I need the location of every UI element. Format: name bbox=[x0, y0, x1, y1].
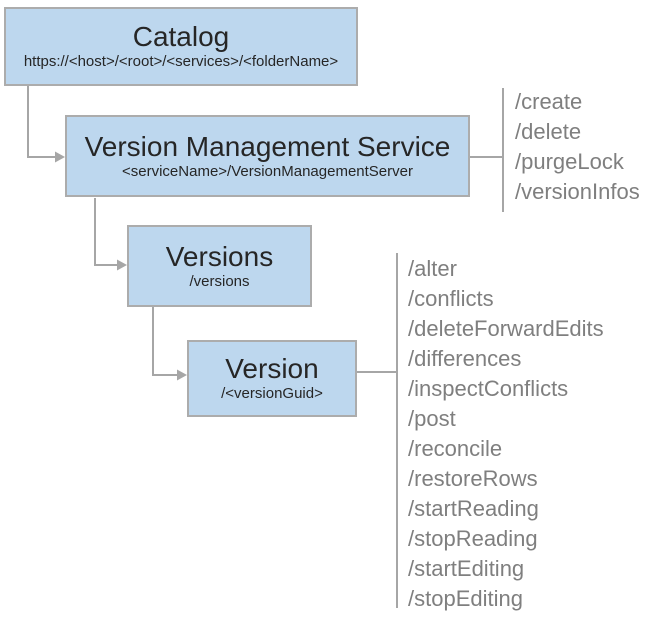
node-url-template: <serviceName>/VersionManagementServer bbox=[122, 162, 413, 180]
operation-item: /alter bbox=[408, 256, 457, 281]
vms-operations-list: /create /delete /purgeLock /versionInfos bbox=[515, 87, 640, 207]
connector-vms-to-versions bbox=[94, 198, 127, 271]
operation-item: /deleteForwardEdits bbox=[408, 316, 604, 341]
node-title: Catalog bbox=[132, 21, 230, 53]
operation-item: /stopReading bbox=[408, 526, 538, 551]
operation-item: /purgeLock bbox=[515, 149, 624, 174]
arrowhead-icon bbox=[177, 369, 187, 381]
version-operations-list: /alter /conflicts /deleteForwardEdits /d… bbox=[408, 254, 604, 614]
connector-catalog-to-vms bbox=[27, 86, 65, 163]
operation-item: /conflicts bbox=[408, 286, 494, 311]
operation-item: /create bbox=[515, 89, 583, 114]
operation-item: /reconcile bbox=[408, 436, 503, 461]
node-title: Version bbox=[225, 353, 319, 385]
node-title: Versions bbox=[165, 240, 274, 272]
arrowhead-icon bbox=[117, 259, 127, 271]
operation-item: /post bbox=[408, 406, 456, 431]
connector-version-to-operations bbox=[357, 253, 398, 608]
operation-item: /startReading bbox=[408, 496, 539, 521]
operation-item: /versionInfos bbox=[515, 179, 640, 204]
node-catalog: Catalog https://<host>/<root>/<services>… bbox=[4, 7, 358, 86]
arrowhead-icon bbox=[55, 151, 65, 163]
node-url-template: /versions bbox=[189, 272, 250, 290]
connector-vms-to-operations bbox=[470, 88, 504, 212]
operation-item: /stopEditing bbox=[408, 586, 523, 611]
node-title: Version Management Service bbox=[84, 130, 451, 162]
operation-item: /startEditing bbox=[408, 556, 525, 581]
node-versions: Versions /versions bbox=[127, 225, 312, 307]
operation-item: /restoreRows bbox=[408, 466, 538, 491]
node-version-management-service: Version Management Service <serviceName>… bbox=[65, 115, 470, 197]
connector-versions-to-version bbox=[152, 307, 187, 381]
operation-item: /inspectConflicts bbox=[408, 376, 569, 401]
node-url-template: /<versionGuid> bbox=[221, 385, 323, 403]
operation-item: /differences bbox=[408, 346, 522, 371]
node-url-template: https://<host>/<root>/<services>/<folder… bbox=[23, 53, 339, 71]
node-version: Version /<versionGuid> bbox=[187, 340, 357, 417]
operation-item: /delete bbox=[515, 119, 582, 144]
